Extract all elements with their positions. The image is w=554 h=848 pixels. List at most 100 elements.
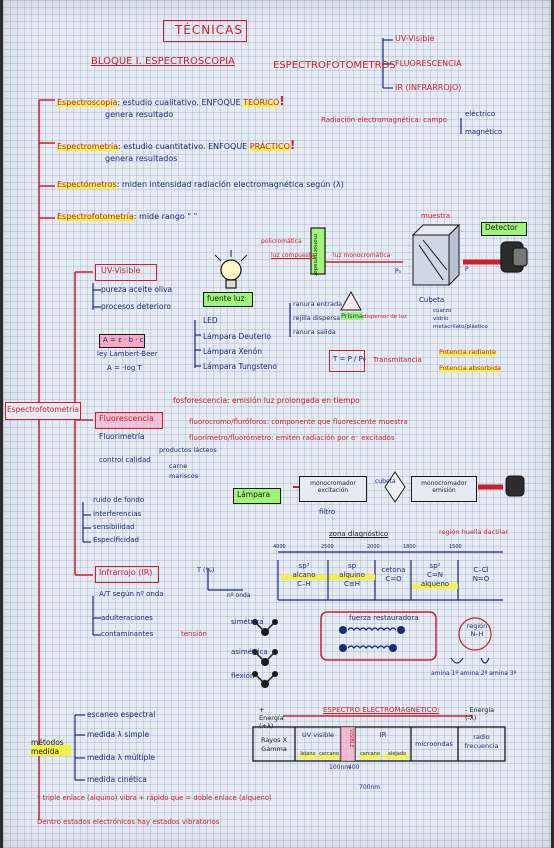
ir-fuerza: fuerza restauradora [349,614,419,622]
fl-filtro: filtro [319,508,336,516]
transmitancia-label: Transmitancia [373,356,422,364]
ir-cell-4-0: C–Cl [473,566,489,574]
def-espectroscopia: Espectroscopía: estudio cualitativo. ENF… [57,94,285,108]
def-espectrometria-emph: PRÁCTICO [249,142,290,151]
ir-cell-1-0: sp [347,562,357,570]
metodo-0: escaneo espectral [87,710,156,719]
term-espectrometros: Espectómetros [57,180,117,189]
band-4: microondas [415,740,453,748]
detector-box [481,222,527,236]
sidebar-box [5,402,81,420]
ir-axis-onda: nº onda [227,592,251,599]
lampara-3: Lámpara Tungsteno [203,362,278,371]
drawing-layer [17,38,528,820]
metodo-1: medida λ simple [87,730,150,739]
lampara-0: LED [203,316,218,325]
espectro-item-fluor: FLUORESCENCIA [395,59,462,68]
espectro-tick-1: 400 [348,764,360,771]
sidebar-label: Espectrofotometría [7,405,79,414]
term-espectroscopia: Espectroscopía [57,98,118,107]
fluor-item-0: ruido de fondo [93,496,145,504]
fuente-box [203,292,253,307]
def-espectrofotometria-text: : mide rango " " [133,212,198,221]
def-espectrometria-text: : estudio cuantitativo. ENFOQUE [118,142,248,151]
def-espectrometros: Espectómetros: miden intensidad radiació… [57,180,344,189]
def-espectrometria: Espectrometría: estudio cuantitativo. EN… [57,138,296,152]
ir-sub: A/T según nº onda [99,590,164,598]
diag-monocromador: monocromador [312,234,318,276]
diag-cubeta: Cubeta [419,296,445,304]
subband-3: alejado [385,750,409,759]
notebook-page: TÉCNICAS BLOQUE I. ESPECTROSCOPIA ESPECT… [3,0,551,848]
ir-cell-0-2: C–H [297,580,311,588]
ir-cell-1-2: C≡H [343,580,361,588]
ir-vib-2: flexión [231,672,255,680]
law-name: ley Lambert-Beer [97,350,158,358]
band-1: UV visible [301,731,335,739]
diag-cubeta-1: vidrio [433,316,449,322]
bloque-heading: BLOQUE I. ESPECTROSCOPIA [91,56,235,67]
ir-tick-2: 2000 [367,544,380,550]
metodo-3: medida cinética [87,775,147,784]
ir-cell-2-0: cetona [381,566,406,574]
term-espectrometria: Espectrometría [57,142,119,151]
fluor-fluorimetro: fluorímetro/fluorómetro: emiten radiació… [189,434,395,442]
ir-cell-0-0: sp³ [298,562,310,570]
diag-policromatica: policromática [261,238,302,245]
uv-box [95,264,157,281]
metodo-2: medida λ múltiple [87,753,155,762]
subband-1: cercano [319,750,339,759]
ir-tick-3: 1800 [403,544,416,550]
fluor-control-0: productos lácteos [159,446,217,454]
diag-luz-compuesta: luz compuesta [271,252,315,259]
law-box-text: A = ε · b · c [103,336,144,344]
lampara-2: Lámpara Xenón [203,347,263,356]
espectro-left: + Energía (+λ) [259,706,284,730]
ir-item-1: contaminantes [101,630,154,638]
band-5: radio frecuencia [464,733,499,750]
fl-mono-exc: monocromador excitación [310,480,356,494]
def-espectrometria-sub: genera resultados [105,154,178,163]
ir-cell-0: sp³ alcano C–H [281,562,327,589]
transmitancia-box [329,350,365,372]
diag-detector: Detector [485,223,518,232]
fluor-control-2: mariscos [169,472,199,480]
band-0: Rayos X Gamma [260,736,288,753]
ir-region-nh: región N–H [466,622,488,638]
ir-cell-2: cetona C=O [376,566,411,584]
fluor-sub: Fluorimetría [99,432,145,441]
page-title: TÉCNICAS [175,23,244,37]
espectro-item-uv: UV-Visible [395,34,435,43]
uv-item-1: procesos deterioro [101,302,171,311]
fluor-item-1: interferencias [93,510,142,518]
ir-cell-4: C–Cl N=O [461,566,501,584]
ir-box [95,566,159,583]
band-3: IR [379,731,387,739]
ir-cell-1: sp alquino C≡H [329,562,375,589]
ir-vib-0: simétrica [231,618,264,626]
lampara-1: Lámpara Deuterio [203,332,271,341]
fluor-item-2: sensibilidad [93,523,135,531]
def-espectrometros-text: : miden intensidad radiación electromagn… [116,180,344,189]
diag-ranura-2: ranura salida [293,328,336,336]
fluor-box [95,412,163,429]
ir-vib-1: asimétrica [231,648,268,656]
espectro-tick-0: 100nm [329,764,351,771]
def-espectroscopia-sub: genera resultado [105,110,174,119]
ir-tick-0: 4000 [273,544,286,550]
fluor-control-1: carne [169,462,188,470]
ir-aminas: amina 1º amina 2º amina 3º [431,670,517,677]
uv-label: UV-Visible [101,266,141,275]
espectro-tick-2: 700nm [359,784,381,791]
ir-region: región huella dactilar [439,528,509,536]
espectro-title: ESPECTRO ELECTROMAGNÉTICO: [323,706,440,714]
potencia-0: Potencia radiante [439,348,496,356]
band-2: VISIBLE [348,729,354,748]
diag-muestra: muestra [421,212,451,220]
ir-cell-3-0: sp² [429,562,441,570]
law-formula: A = -log T [107,364,142,372]
ir-tension: tensión [181,630,207,638]
espectro-right: - Energía (-λ) [465,706,495,722]
ir-item-0: adulteraciones [101,614,153,622]
ir-cell-2-1: C=O [385,575,402,583]
